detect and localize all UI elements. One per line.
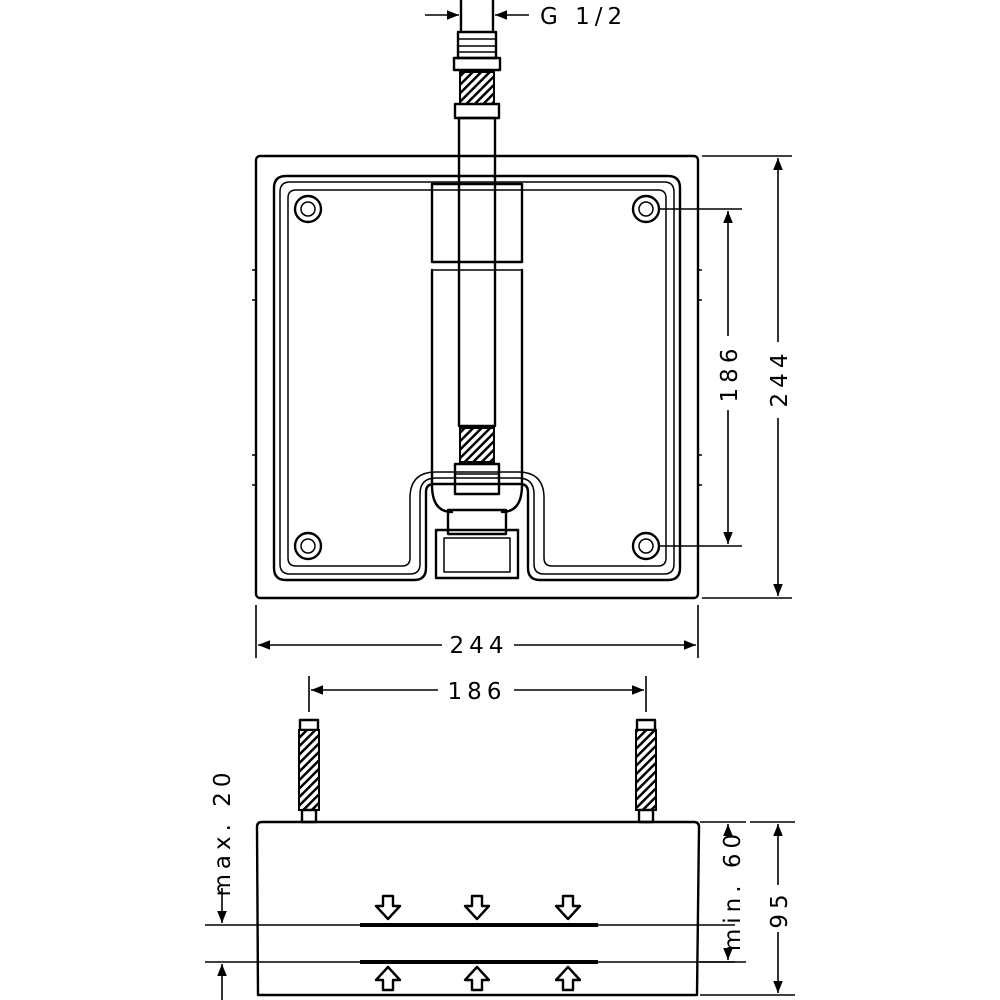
- inner-frame-outer: [272, 174, 682, 582]
- thread-size-label: G 1/2: [540, 4, 627, 30]
- height-label: 244: [767, 349, 793, 408]
- down-arrows: [374, 894, 582, 921]
- anchor-bolt-left: [298, 718, 320, 824]
- depth-dimension: 95: [700, 821, 795, 996]
- hole-spacing-label-horizontal: 186: [448, 679, 507, 705]
- inner-frame-inner: [287, 189, 667, 567]
- side-notches: [252, 269, 702, 486]
- hole-spacing-dimension-horizontal: 186: [308, 676, 647, 712]
- height-dimension: 244: [702, 155, 793, 599]
- diverter-block: [434, 508, 520, 580]
- min-dimension: min. 60: [700, 821, 746, 963]
- box-body: [255, 820, 701, 997]
- width-label: 244: [450, 633, 509, 659]
- width-dimension: 244: [255, 605, 699, 659]
- top-view: G 1/2 244 244 186: [252, 0, 793, 659]
- hole-spacing-label-vertical: 186: [717, 344, 743, 403]
- hole-spacing-dimension-vertical: 186: [660, 208, 743, 547]
- depth-label: 95: [767, 889, 793, 928]
- wall-layers: [205, 923, 735, 964]
- max-dimension: max. 20: [210, 768, 236, 1000]
- supply-pipe: [452, 0, 502, 496]
- outer-plate: [254, 154, 700, 600]
- side-view: 186: [205, 676, 795, 1000]
- thread-dimension: G 1/2: [425, 4, 627, 30]
- mounting-holes: [293, 194, 661, 561]
- max-depth-label: max. 20: [210, 768, 236, 897]
- up-arrows: [374, 965, 582, 992]
- anchor-bolt-right: [635, 718, 657, 824]
- min-depth-label: min. 60: [720, 829, 746, 951]
- inner-frame-middle: [279, 181, 675, 575]
